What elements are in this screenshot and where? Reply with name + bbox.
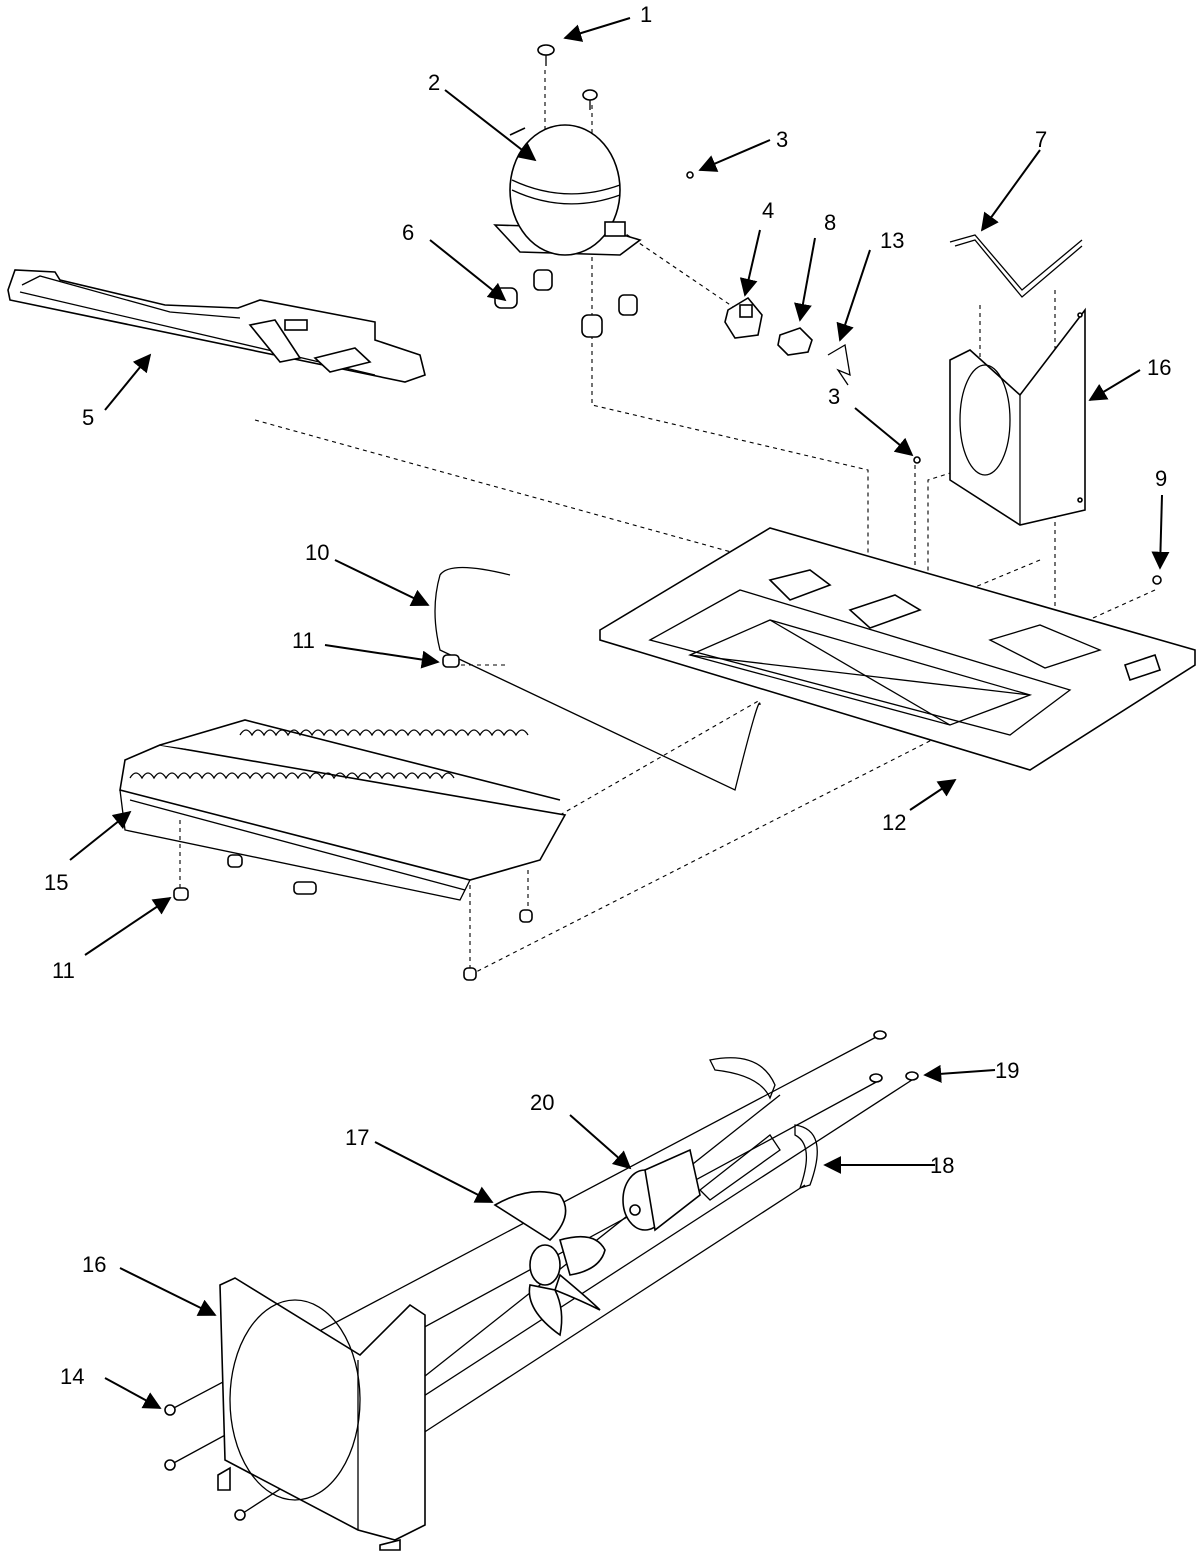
callout-18: 18 xyxy=(930,1153,954,1178)
callout-17: 17 xyxy=(345,1125,369,1150)
callout-12: 12 xyxy=(882,810,906,835)
callout-7: 7 xyxy=(1035,127,1047,152)
fan-shroud-part-16-lower xyxy=(217,1277,426,1551)
callout-13: 13 xyxy=(880,228,904,253)
callout-5: 5 xyxy=(82,405,94,430)
callout-3: 3 xyxy=(776,127,788,152)
clip-part-13 xyxy=(827,343,851,386)
callout-2: 2 xyxy=(428,70,440,95)
compressor-part-2 xyxy=(493,124,642,338)
callout-16: 16 xyxy=(1147,355,1171,380)
screw-part-1 xyxy=(537,44,598,110)
screw-part-19 xyxy=(905,1071,919,1081)
callout-11: 11 xyxy=(52,958,75,983)
callout-20: 20 xyxy=(530,1090,554,1115)
overload-part-8 xyxy=(777,327,813,356)
callout-10: 10 xyxy=(305,540,329,565)
callout-15: 15 xyxy=(44,870,68,895)
screw-part-14 xyxy=(164,1030,887,1521)
callout-3: 3 xyxy=(828,384,840,409)
callout-16: 16 xyxy=(82,1252,106,1277)
callout-6: 6 xyxy=(402,220,414,245)
screw-part-3 xyxy=(686,171,921,464)
callout-1: 1 xyxy=(640,2,652,27)
fan-motor-part-20 xyxy=(622,1148,701,1232)
callout-leaders xyxy=(69,17,1170,1409)
condenser-coils xyxy=(129,729,529,780)
callout-labels: 1 2 3 3 4 5 6 7 8 9 10 11 11 12 13 14 15… xyxy=(44,2,1171,1389)
drain-pan-part-5 xyxy=(7,269,426,383)
callout-4: 4 xyxy=(762,198,774,223)
relay-part-4 xyxy=(724,296,763,339)
callout-19: 19 xyxy=(995,1058,1019,1083)
callout-14: 14 xyxy=(60,1364,84,1389)
fan-shroud-part-16-upper xyxy=(949,307,1086,526)
grommet-part-11 xyxy=(173,654,533,981)
tube-part-10 xyxy=(434,566,761,791)
screw-part-9 xyxy=(1152,575,1162,585)
callout-8: 8 xyxy=(824,210,836,235)
callout-9: 9 xyxy=(1155,466,1167,491)
fan-blade-part-17 xyxy=(493,1190,606,1337)
base-plate-part-12 xyxy=(599,527,1196,771)
motor-bracket-part-18 xyxy=(699,1057,818,1201)
condenser-part-15 xyxy=(119,719,567,901)
gasket-part-7 xyxy=(949,234,1083,298)
callout-11: 11 xyxy=(292,628,315,653)
